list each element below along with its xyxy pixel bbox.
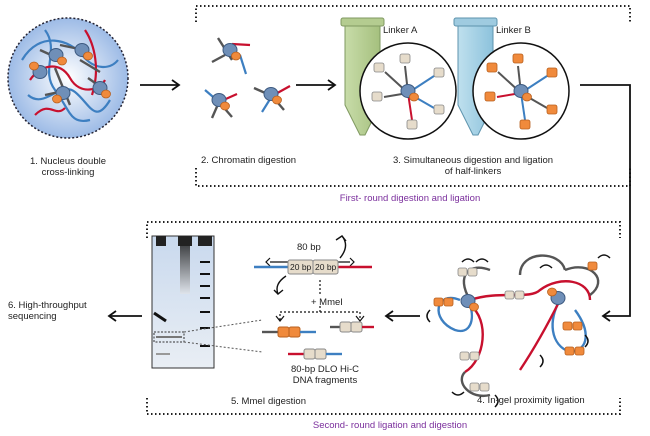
step-4-label: 4. In-gel proximity ligation bbox=[477, 395, 585, 406]
first-round-label: First- round digestion and ligation bbox=[339, 193, 481, 204]
digested-fragments bbox=[262, 321, 374, 360]
second-round-frame bbox=[146, 221, 621, 238]
first-round-frame bbox=[195, 5, 631, 22]
second-round-label: Second- round ligation and digestion bbox=[312, 420, 468, 431]
proximity-ligation-loops bbox=[426, 254, 611, 408]
step-6-label: 6. High-throughput sequencing bbox=[8, 300, 87, 322]
step-3-label: 3. Simultaneous digestion and ligation o… bbox=[392, 155, 554, 177]
gel-image bbox=[151, 235, 263, 369]
digested-chromatin bbox=[204, 37, 291, 119]
arrow-5-6 bbox=[107, 310, 142, 322]
linker-a-label: Linker A bbox=[383, 25, 418, 36]
second-round-frame-bottom bbox=[146, 398, 621, 415]
arrow-2-3 bbox=[296, 79, 337, 91]
linker-b-label: Linker B bbox=[496, 25, 531, 36]
step-5-label: 5. MmeI digestion bbox=[231, 396, 306, 407]
mmei-label: + MmeI bbox=[311, 297, 343, 308]
arrow-4-5 bbox=[384, 310, 420, 322]
arrow-3-4 bbox=[580, 84, 631, 322]
bp20-right-label: 20 bp bbox=[315, 262, 337, 272]
dlo-fragments-label: 80-bp DLO Hi-C DNA fragments bbox=[290, 364, 360, 386]
arrow-1-2 bbox=[140, 79, 181, 91]
fragment-80bp-diagram bbox=[254, 235, 372, 322]
linker-a-complex bbox=[371, 53, 445, 130]
bp80-label: 80 bp bbox=[297, 242, 321, 253]
step-1-label: 1. Nucleus double cross-linking bbox=[29, 156, 107, 178]
linker-b-complex bbox=[484, 53, 558, 130]
nucleus-illustration bbox=[7, 17, 129, 139]
step-2-label: 2. Chromatin digestion bbox=[201, 155, 297, 166]
bp20-left-label: 20 bp bbox=[290, 262, 312, 272]
